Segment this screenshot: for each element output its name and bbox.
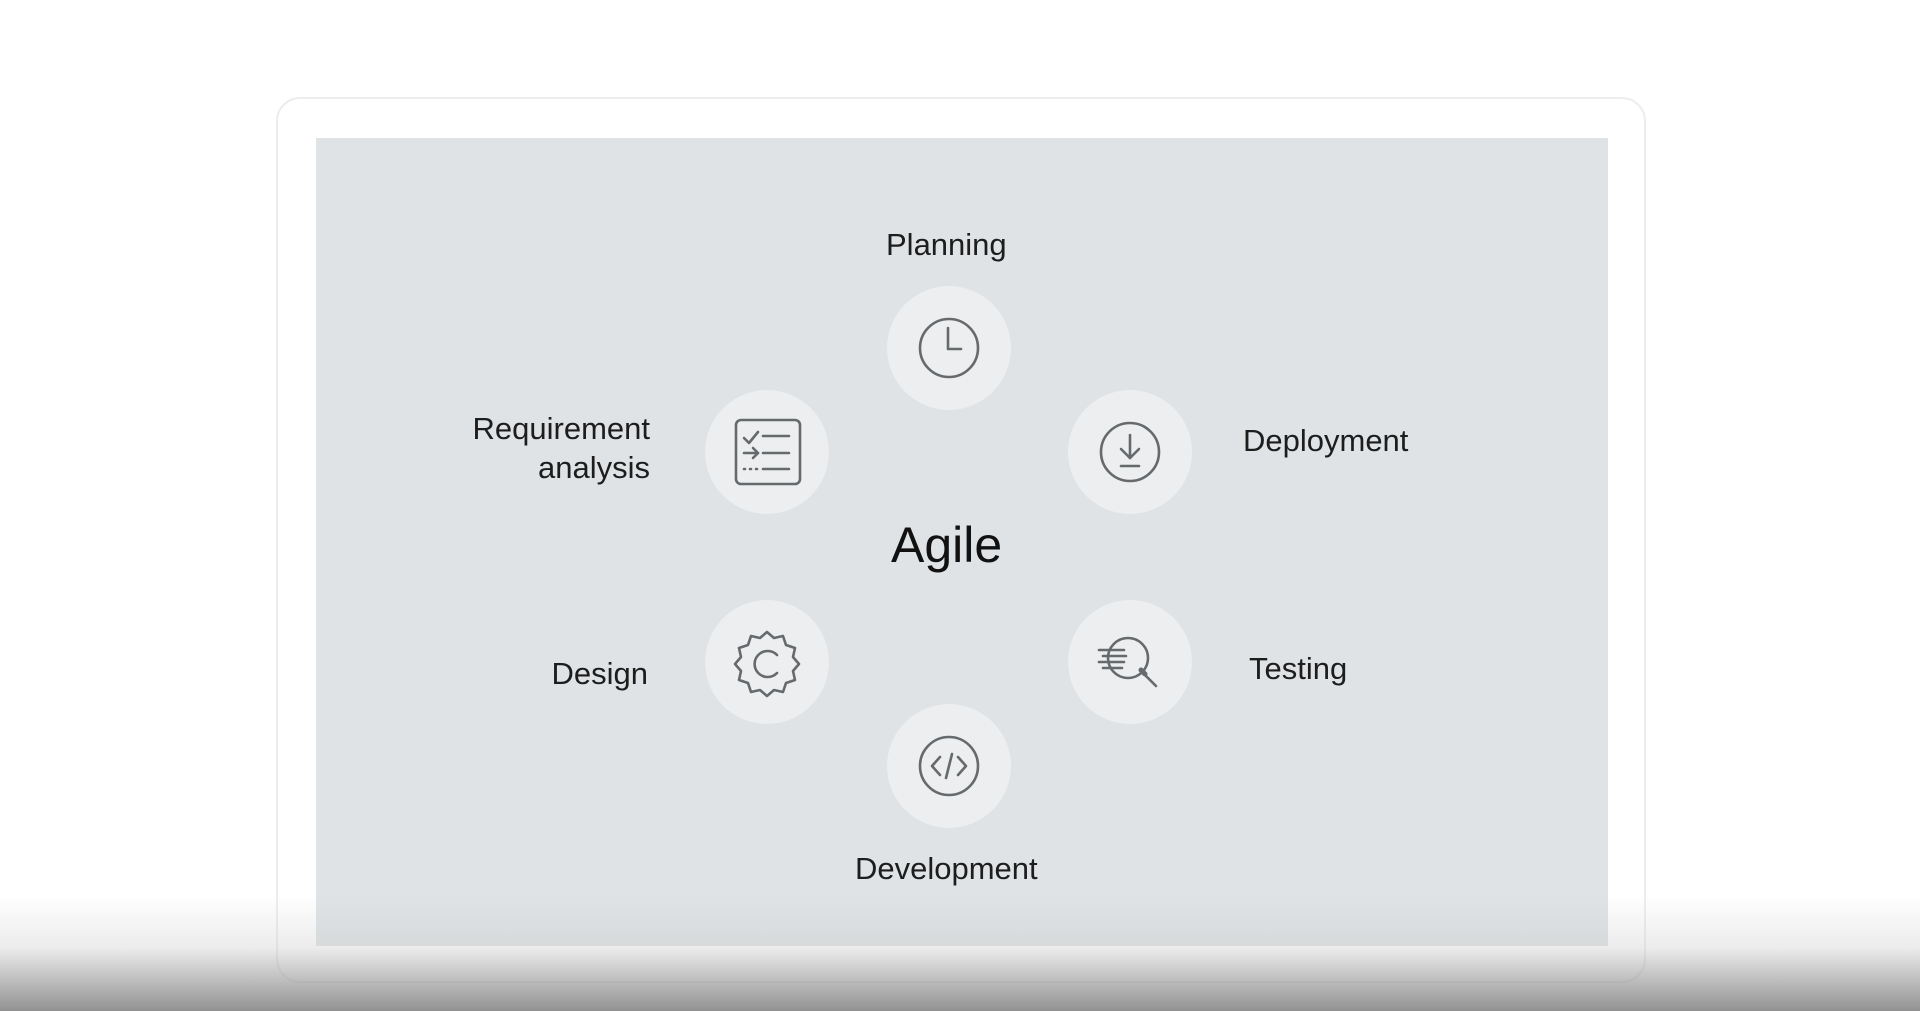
stage-label-requirement-line1: Requirement: [472, 411, 650, 446]
clock-icon: [918, 317, 980, 379]
stage-label-requirement-analysis: Requirement analysis: [316, 410, 650, 488]
stage-node-planning: [887, 286, 1011, 410]
stage-node-testing: [1068, 600, 1192, 724]
stage-node-design: [705, 600, 829, 724]
stage-label-requirement-line2: analysis: [538, 449, 650, 485]
checklist-icon: [734, 418, 802, 486]
magnifier-icon: [1097, 636, 1158, 688]
diagram-title: Agile: [891, 517, 1003, 573]
stage-node-deployment: [1068, 390, 1192, 514]
stage-label-testing: Testing: [1249, 651, 1348, 686]
stage-label-planning: Planning: [886, 227, 1007, 262]
gear-icon: [733, 630, 801, 698]
code-icon: [918, 735, 980, 797]
stage-label-design: Design: [551, 656, 649, 691]
stage-label-development: Development: [855, 851, 1038, 886]
stage-label-deployment: Deployment: [1243, 423, 1409, 458]
slide-screen: Agile Planning Deployment Requirement an…: [316, 138, 1608, 946]
stage-node-requirement-analysis: [705, 390, 829, 514]
download-icon: [1099, 421, 1161, 483]
stage-node-development: [887, 704, 1011, 828]
